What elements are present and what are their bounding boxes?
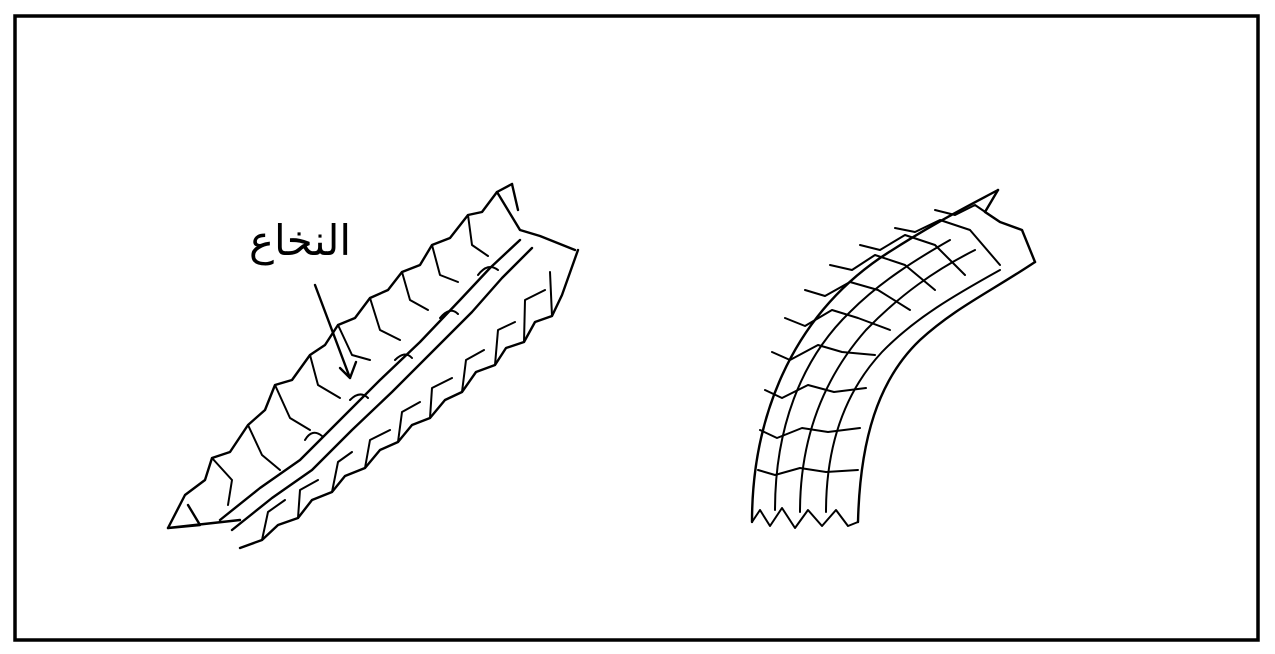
medullated-hair [168,184,578,548]
non-medullated-hair [752,190,1035,528]
curved-hair-bottom-end [752,508,858,528]
curved-hair-cell-columns [775,240,1000,512]
hair-top-end [497,184,575,250]
medulla-label: النخاع [249,216,351,265]
medulla-upper-line [220,240,520,520]
medulla-arrow [315,285,356,378]
curved-hair-cell-walls [758,205,1000,475]
curved-hair-outer-edge [752,190,998,522]
curved-hair-top-end [985,190,1035,262]
figure-frame [15,16,1258,640]
